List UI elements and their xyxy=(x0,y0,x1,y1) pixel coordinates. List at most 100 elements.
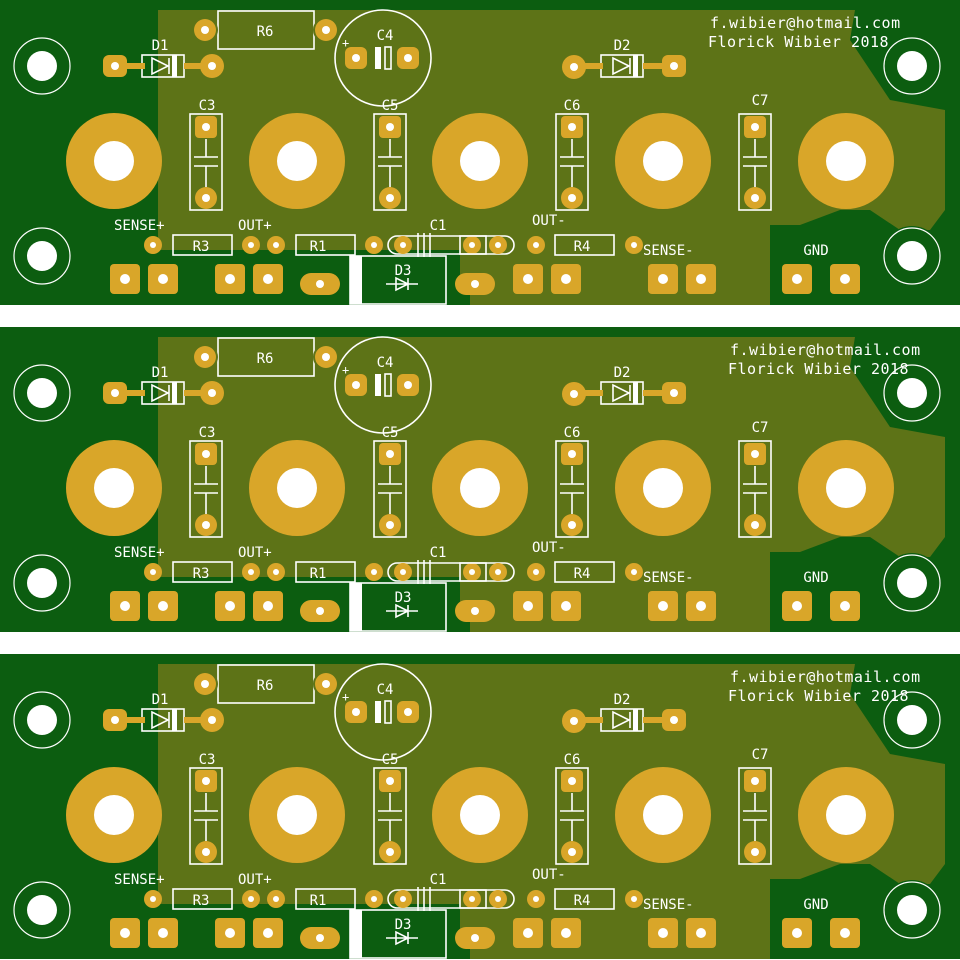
d1-diode: D1 xyxy=(103,38,224,78)
d2-diode: D2 xyxy=(562,38,686,79)
label-r1: R1 xyxy=(310,566,327,582)
label-r3: R3 xyxy=(193,893,210,909)
email-text: f.wibier@hotmail.com xyxy=(710,14,901,32)
breakaway-cutout xyxy=(0,640,960,654)
label-r1: R1 xyxy=(310,893,327,909)
label-d2: D2 xyxy=(614,38,631,54)
r6-resistor: R6 xyxy=(192,664,339,704)
d1-diode: D1 xyxy=(103,692,224,732)
label-c3: C3 xyxy=(199,425,216,441)
connector-pads xyxy=(110,264,860,294)
label-c4: C4 xyxy=(377,28,394,44)
c4-capacitor: C4 + xyxy=(334,9,432,107)
label-sense-plus: SENSE+ xyxy=(114,218,165,234)
label-d3: D3 xyxy=(395,590,412,606)
c7-capacitor: C7 xyxy=(738,747,772,865)
email-text: f.wibier@hotmail.com xyxy=(730,341,921,359)
label-c1: C1 xyxy=(430,218,447,234)
terminal-pads xyxy=(66,113,894,209)
label-out-minus: OUT- xyxy=(532,867,566,883)
c7-capacitor: C7 xyxy=(738,93,772,211)
label-c4: C4 xyxy=(377,682,394,698)
copper-pour xyxy=(158,10,945,305)
label-r1: R1 xyxy=(310,239,327,255)
label-d2: D2 xyxy=(614,365,631,381)
r6-resistor: R6 xyxy=(192,10,339,50)
label-c4-plus: + xyxy=(342,690,349,704)
label-d2: D2 xyxy=(614,692,631,708)
r6-resistor: R6 xyxy=(192,337,339,377)
label-r4: R4 xyxy=(574,239,591,255)
label-d1: D1 xyxy=(152,38,169,54)
copper-pour xyxy=(158,337,945,632)
label-d1: D1 xyxy=(152,365,169,381)
author-text: Florick Wibier 2018 xyxy=(728,360,909,378)
c7-capacitor: C7 xyxy=(738,420,772,538)
label-sense-plus: SENSE+ xyxy=(114,545,165,561)
label-r4: R4 xyxy=(574,893,591,909)
c6-capacitor: C6 xyxy=(555,425,589,538)
connector-pads xyxy=(110,591,860,621)
r4-resistor: R4 xyxy=(527,561,643,583)
c1-capacitor xyxy=(387,887,515,911)
r1-resistor: R1 xyxy=(267,888,383,910)
label-c4-plus: + xyxy=(342,363,349,377)
c4-capacitor: C4 + xyxy=(334,336,432,434)
author-text: Florick Wibier 2018 xyxy=(708,33,889,51)
label-c3: C3 xyxy=(199,98,216,114)
mounting-holes xyxy=(12,363,942,613)
label-c5: C5 xyxy=(382,425,399,441)
r4-resistor: R4 xyxy=(527,234,643,256)
c5-capacitor: C5 xyxy=(373,752,407,865)
label-r6: R6 xyxy=(257,351,274,367)
c3-capacitor: C3 xyxy=(189,98,223,211)
d1-diode: D1 xyxy=(103,365,224,405)
r4-resistor: R4 xyxy=(527,888,643,910)
c4-capacitor: C4 + xyxy=(334,663,432,761)
label-c1: C1 xyxy=(430,545,447,561)
label-c3: C3 xyxy=(199,752,216,768)
email-text: f.wibier@hotmail.com xyxy=(730,668,921,686)
label-r6: R6 xyxy=(257,24,274,40)
label-c4-plus: + xyxy=(342,36,349,50)
label-r3: R3 xyxy=(193,566,210,582)
label-c1: C1 xyxy=(430,872,447,888)
r1-resistor: R1 xyxy=(267,561,383,583)
breakaway-cutout xyxy=(0,313,960,327)
label-gnd: GND xyxy=(803,570,828,586)
label-out-plus: OUT+ xyxy=(238,218,272,234)
c3-capacitor: C3 xyxy=(189,425,223,538)
label-sense-minus: SENSE- xyxy=(643,243,694,259)
d2-diode: D2 xyxy=(562,692,686,733)
r3-resistor: R3 xyxy=(144,888,260,910)
r3-resistor: R3 xyxy=(144,561,260,583)
label-d3: D3 xyxy=(395,263,412,279)
label-r4: R4 xyxy=(574,566,591,582)
d2-diode: D2 xyxy=(562,365,686,406)
c5-capacitor: C5 xyxy=(373,98,407,211)
r1-resistor: R1 xyxy=(267,234,383,256)
connector-pads xyxy=(110,918,860,948)
label-c6: C6 xyxy=(564,425,581,441)
label-out-minus: OUT- xyxy=(532,213,566,229)
label-r6: R6 xyxy=(257,678,274,694)
c1-capacitor xyxy=(387,233,515,257)
d3-diode: D3 xyxy=(300,582,495,632)
mounting-holes xyxy=(12,36,942,286)
label-sense-minus: SENSE- xyxy=(643,570,694,586)
terminal-pads xyxy=(66,767,894,863)
label-r3: R3 xyxy=(193,239,210,255)
label-c5: C5 xyxy=(382,752,399,768)
label-d1: D1 xyxy=(152,692,169,708)
c5-capacitor: C5 xyxy=(373,425,407,538)
panel-1: R6 C4 + xyxy=(0,0,960,305)
copper-pour xyxy=(158,664,945,959)
label-c6: C6 xyxy=(564,752,581,768)
label-c7: C7 xyxy=(752,93,769,109)
label-d3: D3 xyxy=(395,917,412,933)
c1-capacitor xyxy=(387,560,515,584)
c3-capacitor: C3 xyxy=(189,752,223,865)
